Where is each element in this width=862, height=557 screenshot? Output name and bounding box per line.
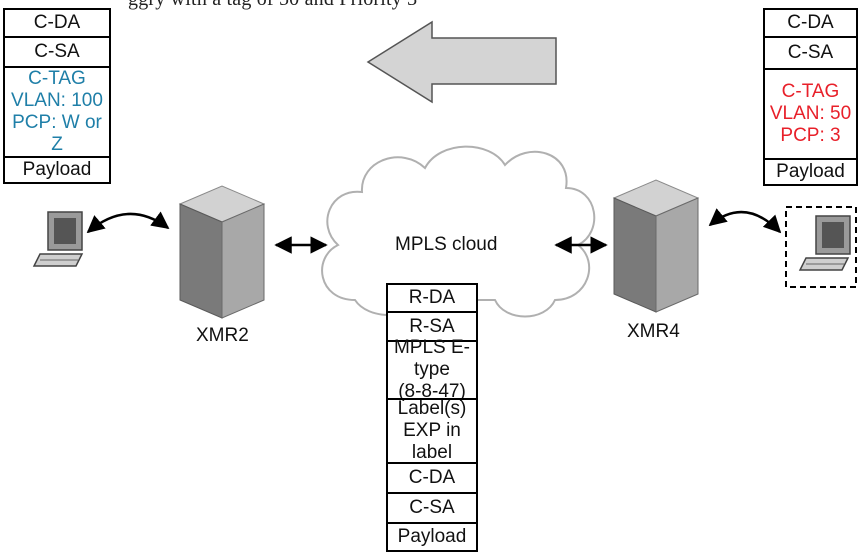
- field-c-sa: C-SA: [386, 492, 478, 524]
- cropped-caption-text: ggry with a tag of 50 and Priority 3: [128, 0, 417, 9]
- labels-line-1: Label(s): [397, 398, 467, 419]
- customer-frame-right: C-DA C-SA C-TAG VLAN: 50 PCP: 3 Payload: [763, 8, 858, 186]
- field-c-tag: C-TAG VLAN: 50 PCP: 3: [763, 68, 858, 160]
- field-labels: Label(s) EXP in label: [386, 398, 478, 464]
- customer-frame-left: C-DA C-SA C-TAG VLAN: 100 PCP: W or Z Pa…: [3, 8, 111, 184]
- tag-pcp: PCP: 3: [780, 125, 841, 146]
- computer-icon: [798, 215, 851, 271]
- big-left-arrow-icon: [366, 20, 557, 104]
- router-cube-icon: [178, 185, 266, 319]
- tag-pcp: PCP: W or Z: [12, 112, 102, 155]
- field-c-da: C-DA: [763, 8, 858, 38]
- tag-vlan: VLAN: 100: [11, 90, 103, 111]
- etype-line-2: (8-8-47): [398, 381, 466, 402]
- field-payload: Payload: [386, 522, 478, 552]
- cropped-caption: ggry with a tag of 50 and Priority 3: [0, 0, 862, 14]
- tag-name: C-TAG: [28, 68, 86, 89]
- field-c-tag: C-TAG VLAN: 100 PCP: W or Z: [3, 66, 111, 158]
- field-r-da: R-DA: [386, 283, 478, 313]
- double-arrow-icon: [708, 208, 782, 234]
- tag-vlan: VLAN: 50: [769, 103, 852, 124]
- mpls-frame: R-DA R-SA MPLS E-type (8-8-47) Label(s) …: [386, 283, 478, 553]
- field-payload: Payload: [3, 156, 111, 184]
- field-c-sa: C-SA: [3, 36, 111, 68]
- labels-line-2: EXP in label: [403, 420, 461, 463]
- computer-icon: [32, 211, 84, 267]
- etype-line-1: MPLS E-type: [393, 337, 471, 380]
- router-label-xmr2: XMR2: [196, 325, 249, 346]
- field-c-da: C-DA: [386, 462, 478, 494]
- cloud-icon: [321, 145, 596, 318]
- double-arrow-icon: [86, 211, 170, 234]
- field-c-sa: C-SA: [763, 36, 858, 70]
- router-cube-icon: [612, 179, 700, 313]
- field-mpls-etype: MPLS E-type (8-8-47): [386, 337, 478, 402]
- router-label-xmr4: XMR4: [627, 321, 680, 342]
- field-c-da: C-DA: [3, 8, 111, 38]
- cloud-label: MPLS cloud: [395, 234, 498, 255]
- field-payload: Payload: [763, 158, 858, 186]
- selected-host-frame: [785, 206, 857, 288]
- tag-name: C-TAG: [781, 81, 840, 102]
